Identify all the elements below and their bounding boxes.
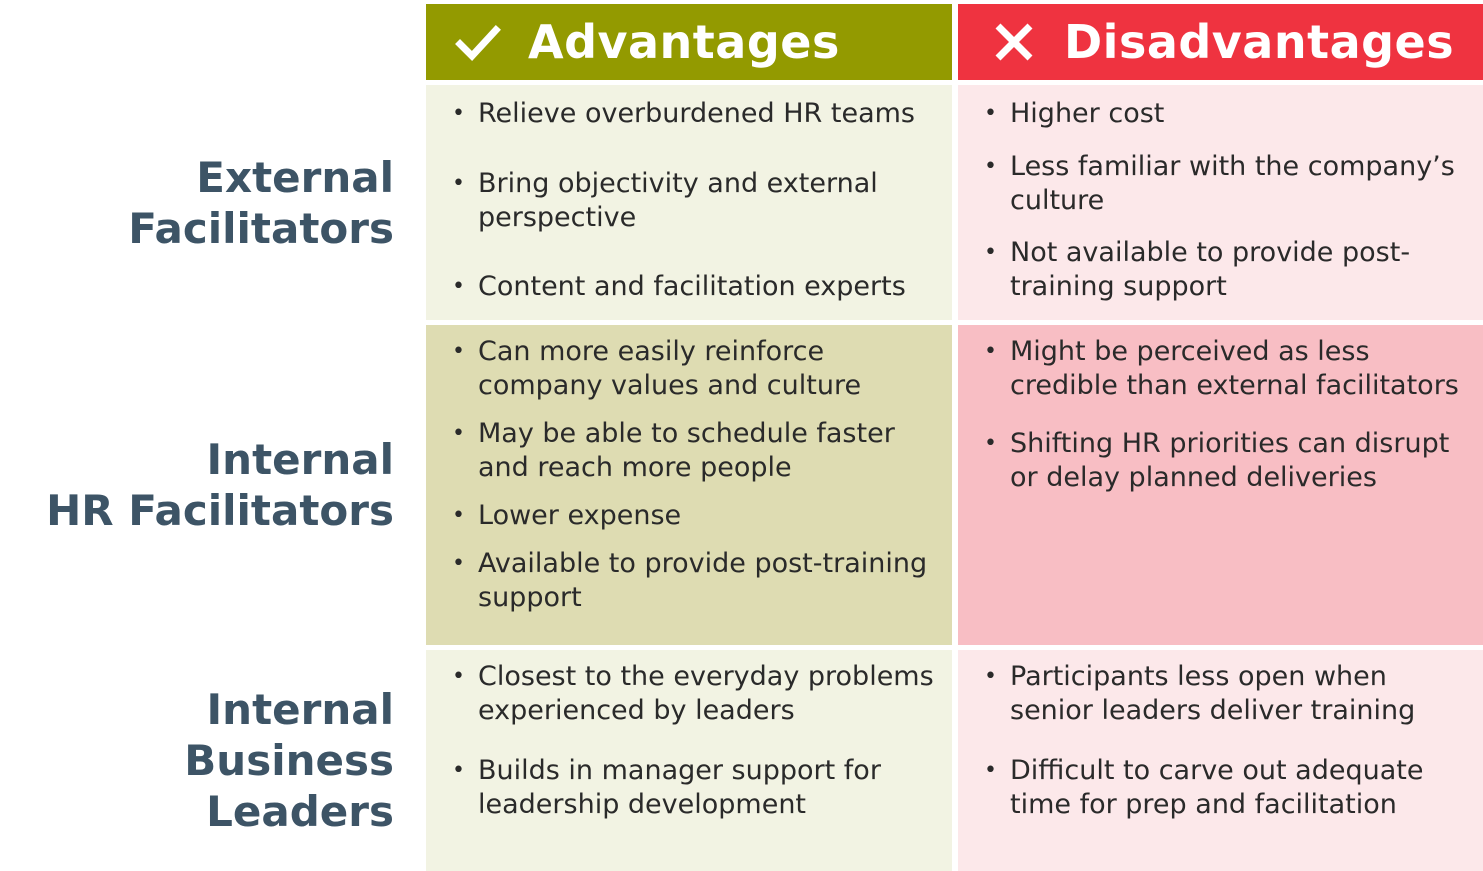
row-label-external: External Facilitators [0,85,420,320]
list-item: Relieve overburdened HR teams [452,97,936,131]
x-icon [995,23,1033,61]
row-label-line: Internal [206,435,394,484]
check-icon [455,25,501,62]
row-label-line: Internal [206,685,394,734]
list-item: Bring objectivity and external perspecti… [452,167,936,235]
external-disadvantages: Higher cost Less familiar with the compa… [958,85,1483,320]
list-item: Closest to the everyday problems experie… [452,660,936,728]
advantages-title: Advantages [528,15,840,69]
row-label-line: Business Leaders [184,736,394,836]
hr-disadvantages: Might be perceived as less credible than… [958,325,1483,645]
disadvantages-title: Disadvantages [1064,15,1455,69]
disadvantages-header: Disadvantages [958,4,1483,80]
external-advantages: Relieve overburdened HR teams Bring obje… [426,85,952,320]
list-item: Lower expense [452,499,936,533]
list-item: Participants less open when senior leade… [984,660,1468,728]
list-item: Builds in manager support for leadership… [452,754,936,822]
list-item: Might be perceived as less credible than… [984,335,1468,403]
row-label-hr: Internal HR Facilitators [0,325,420,645]
list-item: Difficult to carve out adequate time for… [984,754,1468,822]
list-item: Content and facilitation experts [452,270,936,304]
hr-advantages: Can more easily reinforce company values… [426,325,952,645]
list-item: Higher cost [984,97,1468,131]
list-item: Shifting HR priorities can disrupt or de… [984,427,1468,495]
list-item: Can more easily reinforce company values… [452,335,936,403]
business-advantages: Closest to the everyday problems experie… [426,650,952,871]
list-item: Not available to provide post-training s… [984,236,1468,304]
row-label-business: Internal Business Leaders [0,650,420,871]
business-disadvantages: Participants less open when senior leade… [958,650,1483,871]
list-item: May be able to schedule faster and reach… [452,417,936,485]
list-item: Available to provide post-training suppo… [452,547,936,615]
corner-empty [0,4,420,80]
row-label-line: HR Facilitators [46,486,394,535]
advantages-header: Advantages [426,4,952,80]
row-label-line: Facilitators [128,203,394,253]
list-item: Less familiar with the company’s culture [984,150,1468,218]
row-label-line: External [196,152,394,202]
